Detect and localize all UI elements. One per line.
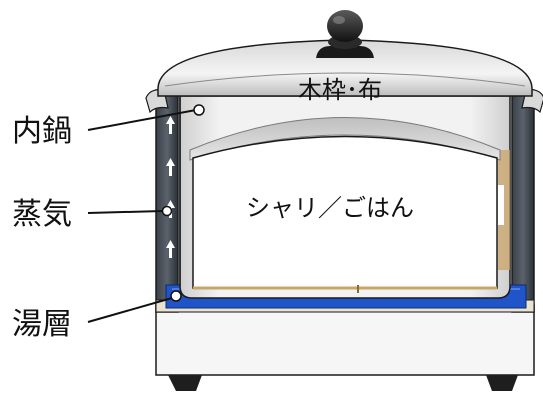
- leader-line-steam: [87, 210, 164, 214]
- label-wooden-frame-cloth: 木枠･布: [298, 76, 382, 104]
- label-steam: 蒸気: [12, 197, 72, 232]
- steam-arrow: [166, 158, 175, 176]
- leader-line-hot-water: [87, 297, 173, 323]
- label-hot-water-layer: 湯層: [12, 307, 72, 342]
- steam-arrow: [166, 116, 175, 134]
- leader-line-inner-pot: [87, 109, 197, 131]
- label-inner-pot: 内鍋: [12, 114, 72, 149]
- cooker-base: [155, 304, 535, 391]
- label-rice: シャリ／ごはん: [246, 194, 414, 222]
- leader-dot-hot-water: [170, 290, 182, 302]
- rice-area: [189, 117, 501, 293]
- leader-lines: [87, 104, 205, 323]
- steam-arrow: [166, 240, 175, 258]
- leader-dot-steam: [161, 205, 173, 217]
- lid-knob: [316, 10, 374, 58]
- leader-dot-inner-pot: [193, 104, 205, 116]
